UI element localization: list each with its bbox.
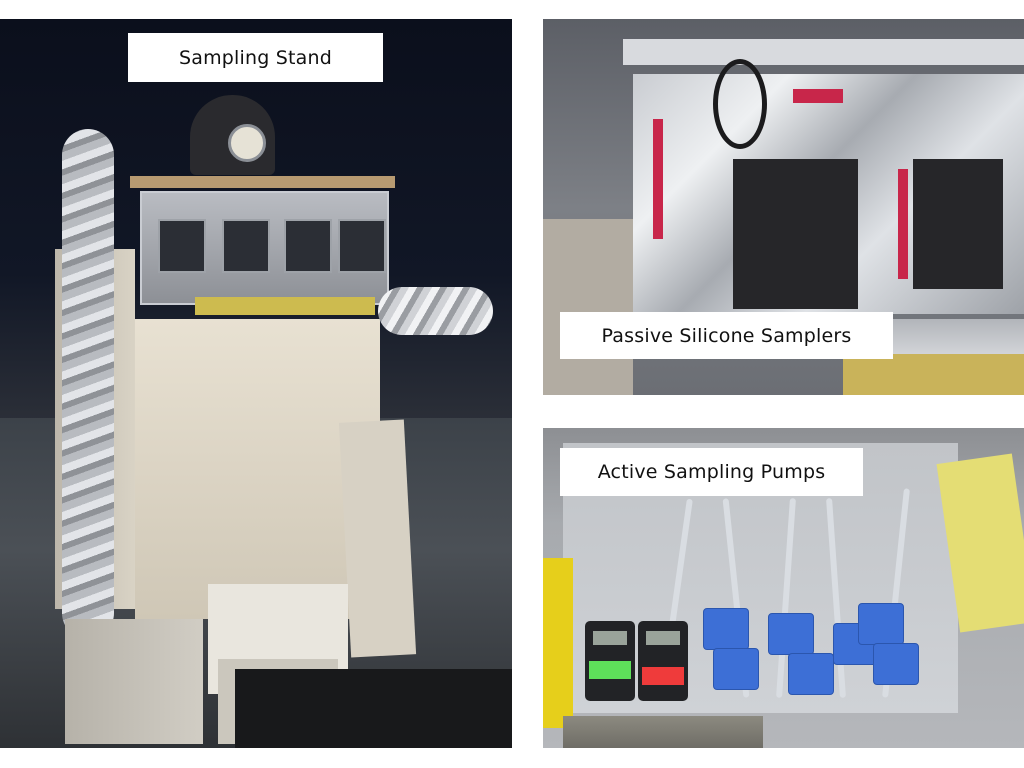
wood-board — [543, 219, 633, 395]
silicone-pad — [913, 159, 1003, 289]
blue-pump — [788, 653, 834, 695]
cinder-block — [65, 619, 203, 744]
blue-pump — [858, 603, 904, 645]
silicone-pad — [733, 159, 858, 309]
insulation-strip — [843, 354, 1024, 395]
label-sampling-stand: Sampling Stand — [128, 33, 383, 82]
label-active-sampling-pumps: Active Sampling Pumps — [560, 448, 863, 496]
pump-display — [593, 631, 627, 645]
label-passive-silicone-samplers: Passive Silicone Samplers — [560, 312, 893, 359]
handheld-pump — [585, 621, 635, 701]
silicone-pad — [284, 219, 332, 273]
green-label — [589, 661, 631, 679]
top-rail — [623, 39, 1024, 65]
silicone-pad — [222, 219, 270, 273]
blue-pump — [768, 613, 814, 655]
power-strip — [543, 558, 573, 728]
leaning-board — [338, 419, 417, 658]
backer-board — [135, 319, 380, 619]
foil-duct-vertical — [62, 129, 114, 639]
pump-display — [646, 631, 680, 645]
insulation-strip — [195, 297, 375, 315]
blue-pump — [713, 648, 759, 690]
stand-top-plank — [130, 176, 395, 188]
handheld-pump — [638, 621, 688, 701]
red-label — [642, 667, 684, 685]
black-tarp-wall — [235, 669, 512, 748]
metal-ring — [713, 59, 767, 149]
silicone-pad — [158, 219, 206, 273]
tape-marking — [898, 169, 908, 279]
silicone-pad — [338, 219, 386, 273]
sampling-stand-photo — [0, 19, 512, 748]
blue-pump — [703, 608, 749, 650]
foil-duct-horizontal — [378, 287, 493, 335]
blue-pump — [873, 643, 919, 685]
tape-marking — [653, 119, 663, 239]
floor — [563, 716, 763, 748]
duct-opening — [228, 124, 266, 162]
tape-marking — [793, 89, 843, 103]
